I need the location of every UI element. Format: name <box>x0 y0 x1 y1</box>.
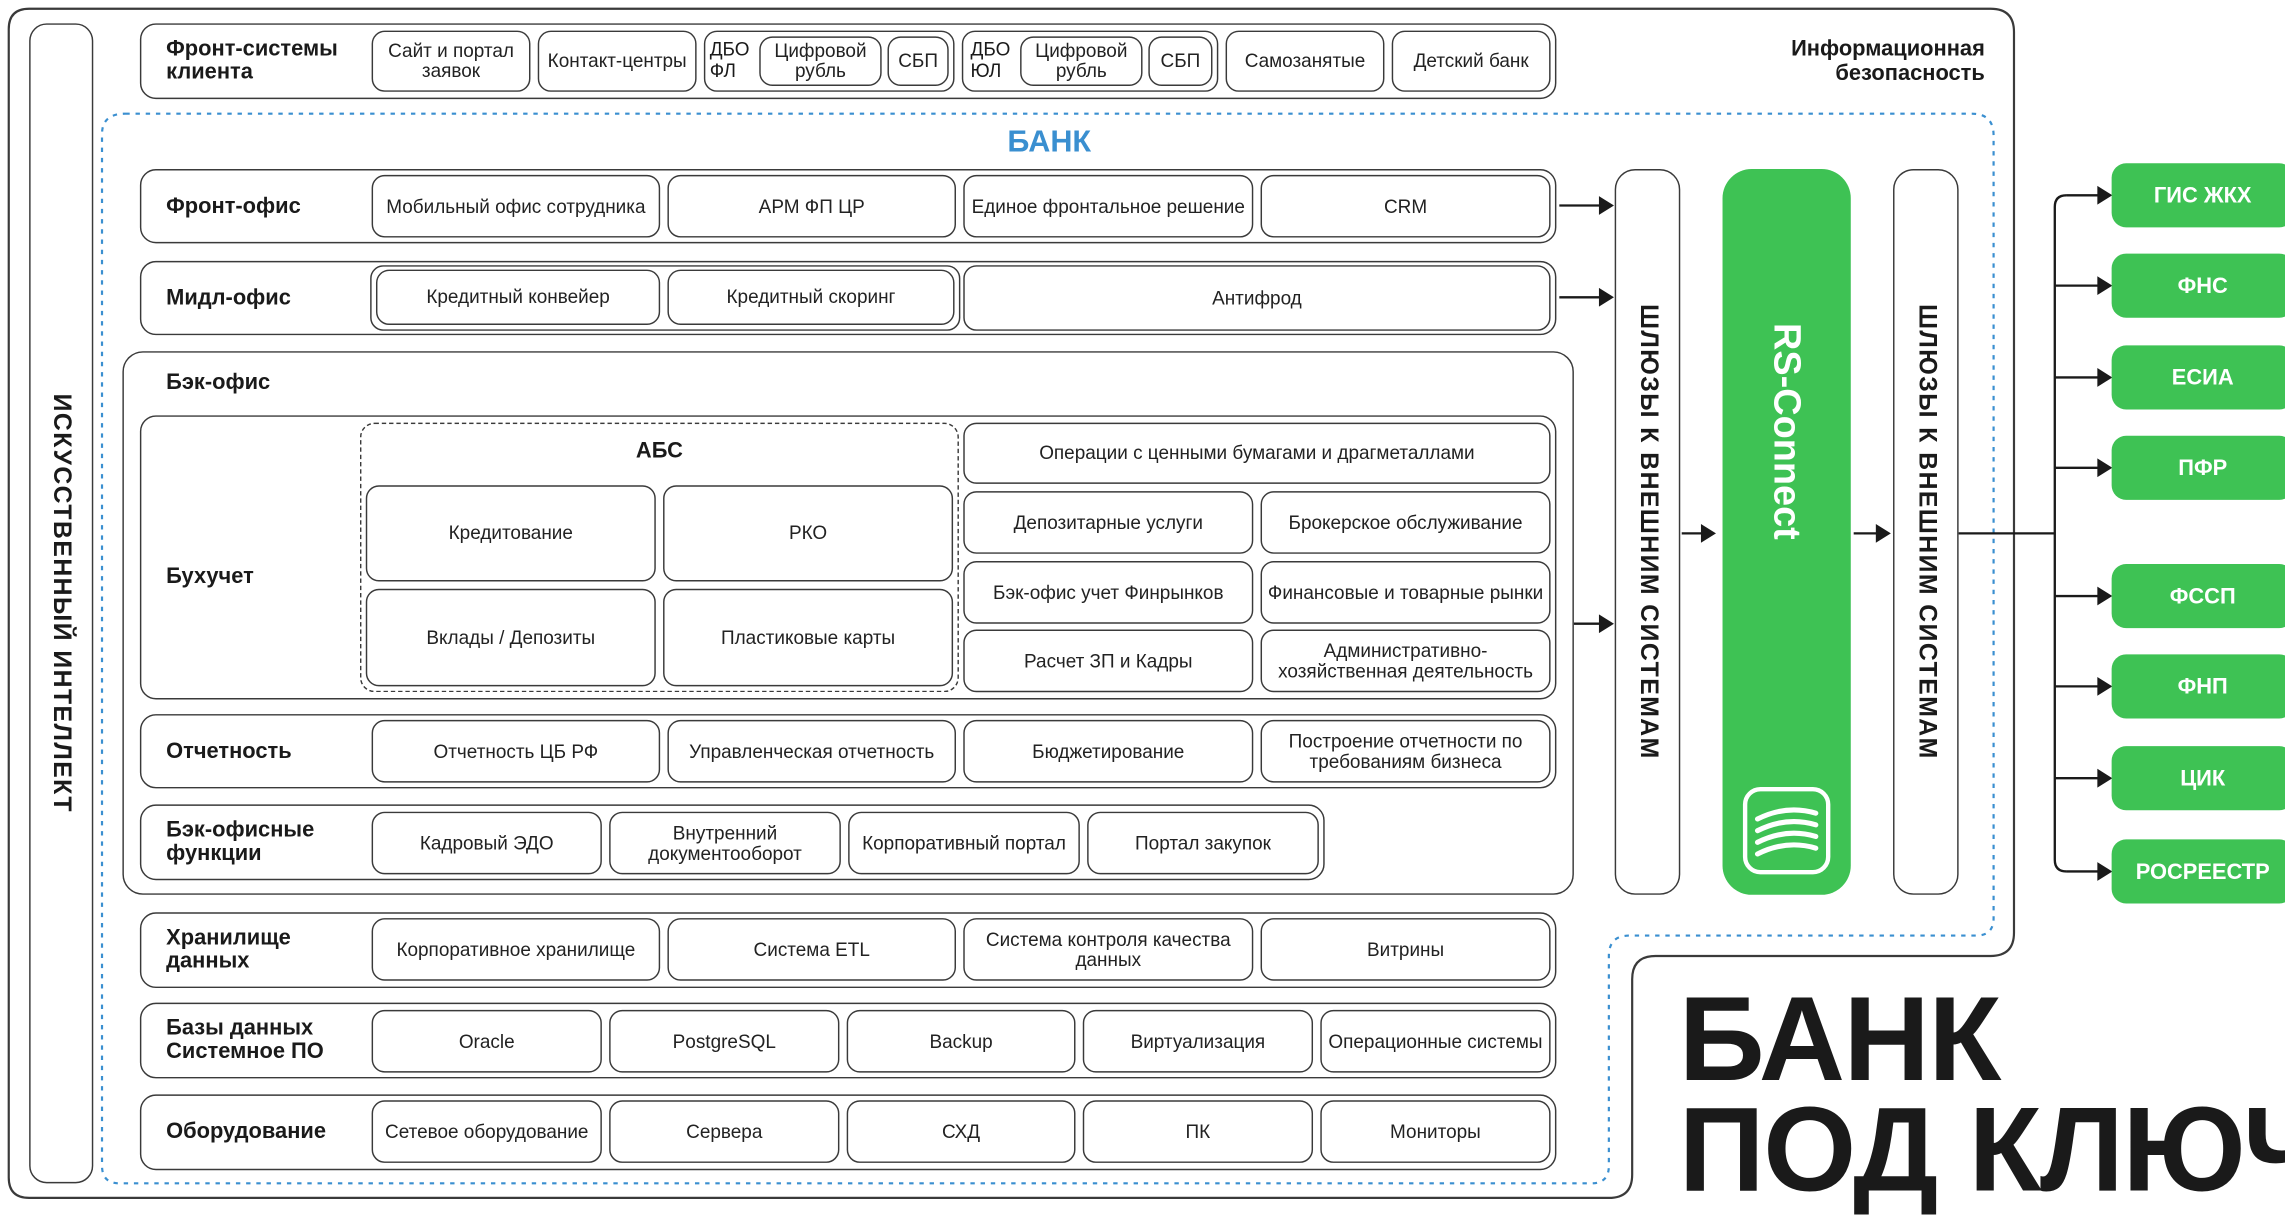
abs-group <box>359 422 959 693</box>
front-sys-kids-bank: Детский банк <box>1391 30 1551 92</box>
abs-crediting: Кредитование <box>365 485 656 582</box>
db-os: Операционные системы <box>1320 1009 1551 1073</box>
gateway-right: ШЛЮЗЫ К ВНЕШНИМ СИСТЕМАМ <box>1893 169 1959 895</box>
hw-pc: ПК <box>1082 1100 1314 1163</box>
ext-fns: ФНС <box>2111 253 2285 318</box>
rep-cbr: Отчетность ЦБ РФ <box>371 719 661 783</box>
acc-fin-markets: Финансовые и товарные рынки <box>1260 561 1551 624</box>
abs-cards: Пластиковые карты <box>663 588 954 687</box>
acc-admin: Административно-хозяйственная деятельнос… <box>1260 629 1551 693</box>
acc-securities: Операции с ценными бумагами и драгметалл… <box>963 422 1551 484</box>
bo-functions-label: Бэк-офисные функции <box>166 817 315 866</box>
dbo-ul-group <box>961 30 1219 92</box>
hw-storage: СХД <box>846 1100 1076 1163</box>
outer-frame <box>7 7 2016 1199</box>
ext-rosreestr: РОСРЕЕСТР <box>2111 839 2285 904</box>
db-postgresql: PostgreSQL <box>609 1009 840 1073</box>
dbo-ul-sbp: СБП <box>1148 36 1213 86</box>
dbo-fl-label: ДБО ФЛ <box>709 37 750 82</box>
hw-network: Сетевое оборудование <box>371 1100 602 1163</box>
bof-corp-portal: Корпоративный портал <box>848 811 1080 875</box>
front-sys-site: Сайт и портал заявок <box>371 30 531 92</box>
acc-payroll: Расчет ЗП и Кадры <box>963 629 1254 693</box>
infosec-label: Информационная безопасность <box>1791 36 1985 86</box>
rs-connect-block: RS-Connect <box>1722 169 1851 895</box>
st-corp-storage: Корпоративное хранилище <box>371 918 661 981</box>
back-office-label: Бэк-офис <box>166 370 271 395</box>
reporting-label: Отчетность <box>166 738 292 763</box>
acc-brokerage: Брокерское обслуживание <box>1260 491 1551 554</box>
front-systems-label: Фронт-системы клиента <box>166 36 338 85</box>
dbo-ul-label: ДБО ЮЛ <box>970 37 1011 82</box>
rep-business: Построение отчетности по требованиям биз… <box>1260 719 1551 783</box>
mo-credit-conveyor: Кредитный конвейер <box>375 269 661 325</box>
st-showcases: Витрины <box>1260 918 1551 981</box>
abs-rko: РКО <box>663 485 954 582</box>
mo-credit-scoring: Кредитный скоринг <box>667 269 955 325</box>
abs-deposits: Вклады / Депозиты <box>365 588 656 687</box>
dbo-fl-digital-ruble: Цифровой рубль <box>759 36 882 86</box>
db-backup: Backup <box>846 1009 1076 1073</box>
mo-antifraud: Антифрод <box>963 265 1551 331</box>
ext-cik: ЦИК <box>2111 746 2285 811</box>
databases-label: Базы данных Системное ПО <box>166 1015 324 1064</box>
ext-gis-zhkh: ГИС ЖКХ <box>2111 163 2285 228</box>
abs-label: АБС <box>635 438 683 464</box>
fo-unified-front: Единое фронтальное решение <box>963 174 1254 238</box>
fo-arm: АРМ ФП ЦР <box>667 174 956 238</box>
bof-internal-docs: Внутренний документооборот <box>609 811 841 875</box>
hw-monitors: Мониторы <box>1320 1100 1551 1163</box>
mid-office-credit-group <box>370 265 961 331</box>
headline-line2: ПОД КЛЮЧ <box>1678 1084 2285 1217</box>
accounting-label: Бухучет <box>166 563 254 589</box>
rs-connect-logo-icon <box>1742 786 1831 875</box>
st-etl: Система ETL <box>667 918 956 981</box>
bank-frame <box>100 112 1995 1185</box>
db-virtualization: Виртуализация <box>1082 1009 1314 1073</box>
dbo-ul-digital-ruble: Цифровой рубль <box>1020 36 1143 86</box>
ext-fssp: ФССП <box>2111 563 2285 629</box>
fo-crm: CRM <box>1260 174 1551 238</box>
ext-pfr: ПФР <box>2111 435 2285 500</box>
rep-budgeting: Бюджетирование <box>963 719 1254 783</box>
front-office-label: Фронт-офис <box>166 193 301 218</box>
ai-column: ИСКУССТВЕННЫЙ ИНТЕЛЛЕКТ <box>29 23 94 1184</box>
headline-line1: БАНК <box>1678 973 2002 1107</box>
acc-depository: Депозитарные услуги <box>963 491 1254 554</box>
st-quality: Система контроля качества данных <box>963 918 1254 981</box>
storage-label: Хранилище данных <box>166 925 291 974</box>
gateway-left: ШЛЮЗЫ К ВНЕШНИМ СИСТЕМАМ <box>1614 169 1681 895</box>
hardware-label: Оборудование <box>166 1119 327 1144</box>
bof-hr-edo: Кадровый ЭДО <box>371 811 602 875</box>
db-oracle: Oracle <box>371 1009 602 1073</box>
fo-mobile-office: Мобильный офис сотрудника <box>371 174 661 238</box>
dbo-fl-group <box>703 30 955 92</box>
gateway-right-label: ШЛЮЗЫ К ВНЕШНИМ СИСТЕМАМ <box>1912 304 1941 760</box>
rep-management: Управленческая отчетность <box>667 719 956 783</box>
ext-esia: ЕСИА <box>2111 345 2285 410</box>
bank-title: БАНК <box>1007 125 1092 159</box>
mid-office-label: Мидл-офис <box>166 284 291 310</box>
acc-backoffice-markets: Бэк-офис учет Финрынков <box>963 561 1254 624</box>
ai-label: ИСКУССТВЕННЫЙ ИНТЕЛЛЕКТ <box>48 393 76 813</box>
headline: БАНК ПОД КЛЮЧ <box>1678 973 2285 1217</box>
hw-servers: Сервера <box>609 1100 840 1163</box>
gateway-left-label: ШЛЮЗЫ К ВНЕШНИМ СИСТЕМАМ <box>1634 304 1663 760</box>
front-sys-contact: Контакт-центры <box>537 30 697 92</box>
front-sys-selfemployed: Самозанятые <box>1225 30 1385 92</box>
rs-connect-label: RS-Connect <box>1765 322 1810 540</box>
bof-procurement: Портал закупок <box>1087 811 1319 875</box>
ext-fnp: ФНП <box>2111 654 2285 719</box>
dbo-fl-sbp: СБП <box>887 36 949 86</box>
